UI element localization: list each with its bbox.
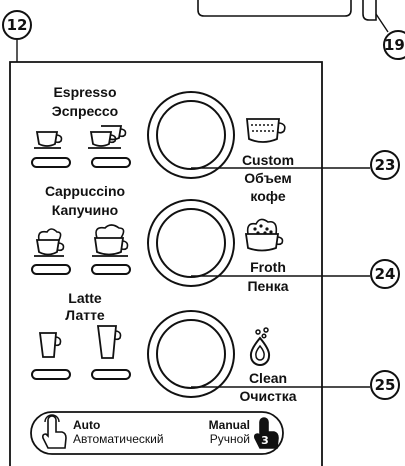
callout-19: 19: [384, 36, 405, 54]
latte-label-ru: Латте: [65, 307, 105, 323]
latte-single-led: [31, 369, 71, 380]
custom-volume-knob[interactable]: [147, 91, 235, 179]
latte-double-led: [91, 369, 131, 380]
callout-12-circle: [2, 10, 32, 40]
cup-small-icon: [34, 131, 63, 149]
auto-label-en: Auto: [73, 418, 101, 432]
cappuccino-double-icon: [92, 224, 129, 257]
froth-label-en: Froth: [250, 259, 286, 275]
espresso-single-led: [31, 157, 71, 168]
callout-19-circle: [383, 30, 405, 60]
froth-label-ru: Пенка: [247, 278, 289, 294]
cappuccino-single-led: [31, 264, 71, 275]
callout-24-circle: [370, 259, 400, 289]
custom-label-ru-1: Объем: [244, 170, 292, 186]
callout-23-circle: [370, 150, 400, 180]
cappuccino-label-en: Cappuccino: [44, 183, 126, 199]
froth-knob[interactable]: [147, 199, 235, 287]
espresso-label-en: Espresso: [53, 84, 117, 100]
froth-icon: [244, 218, 284, 252]
cappuccino-label-ru: Капучино: [51, 202, 119, 218]
latte-label-en: Latte: [68, 290, 102, 306]
callout-3-circle: [258, 433, 272, 447]
clean-label-ru: Очистка: [239, 388, 297, 404]
callout-23: 23: [374, 156, 396, 174]
mode-bar: [30, 411, 284, 455]
clean-knob[interactable]: [147, 310, 235, 398]
hand-icon: [42, 414, 67, 449]
callout-25-circle: [370, 370, 400, 400]
top-leader-19: [375, 13, 389, 33]
top-device-outline: [197, 0, 352, 17]
callout-24: 24: [374, 265, 396, 283]
cappuccino-double-led: [91, 264, 131, 275]
callout-25: 25: [374, 376, 396, 394]
clean-label-en: Clean: [248, 370, 288, 386]
measure-cup-icon: [246, 118, 286, 143]
auto-label-ru: Автоматический: [73, 432, 164, 446]
drop-icon: [249, 327, 271, 366]
manual-label-en: Manual: [208, 418, 250, 432]
panel-outline: [9, 61, 323, 466]
espresso-double-led: [91, 157, 131, 168]
callout-12: 12: [6, 16, 28, 34]
latte-glass-icon: [38, 332, 62, 358]
cappuccino-cup-icon: [34, 228, 65, 257]
cup-double-icon: [88, 125, 127, 149]
latte-glass-double-icon: [96, 325, 122, 359]
callout-3: 3: [261, 433, 269, 447]
top-right-fragment: [362, 0, 377, 21]
custom-label-ru-2: кофе: [250, 188, 286, 204]
espresso-label-ru: Эспрессо: [51, 103, 119, 119]
manual-label-ru: Ручной: [209, 432, 250, 446]
custom-label-en: Custom: [241, 152, 295, 168]
